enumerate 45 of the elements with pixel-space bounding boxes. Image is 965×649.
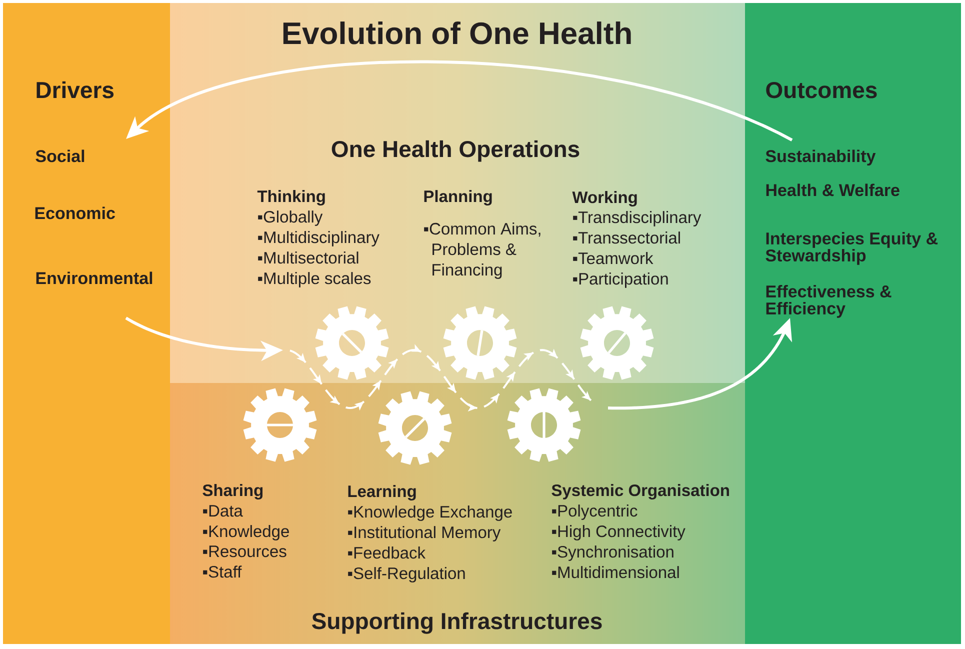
gear (507, 388, 581, 462)
gear (580, 306, 654, 380)
list-item: ▪Multidisciplinary (258, 231, 380, 246)
list-item: ▪Feedback (348, 546, 426, 559)
list-item: ▪High Connectivity (552, 525, 686, 540)
subheading: Planning (424, 190, 492, 206)
gear (378, 391, 452, 465)
list-item: ▪Transsectorial (573, 232, 680, 244)
list-item: ▪Staff (203, 566, 242, 578)
list-item: Sustainability (766, 150, 876, 166)
list-item: Health & Welfare (766, 184, 900, 196)
subheading: Learning (348, 485, 416, 500)
subheading: Thinking (257, 190, 325, 206)
subheading: Sharing (202, 484, 263, 500)
heading: Outcomes (766, 82, 877, 98)
list-item: ▪Participation (573, 272, 668, 288)
list-item: ▪Data (203, 505, 243, 517)
list-item: ▪Polycentric (552, 504, 638, 520)
gear (243, 388, 317, 462)
list-item: Economic (35, 206, 115, 220)
gear (443, 306, 517, 380)
list-item: ▪Multisectorial (258, 252, 358, 264)
subheading: Working (572, 191, 637, 206)
list-item: ▪Self-Regulation (348, 567, 465, 582)
list-item: ▪Knowledge (203, 525, 289, 540)
title: Evolution of One Health (283, 22, 631, 44)
list-item: ▪Synchronisation (552, 546, 674, 561)
list-item: ▪Teamwork (573, 252, 654, 264)
list-item: Social (36, 150, 84, 162)
heading: One Health Operations (332, 140, 580, 162)
list-item: ▪Multidimensional (552, 566, 679, 578)
heading: Supporting Infrastructures (312, 612, 602, 634)
gear (315, 306, 389, 380)
list-item: Environmental (36, 272, 152, 284)
list-item: ▪Multiple scales (258, 272, 371, 288)
list-item: ▪Globally (258, 210, 323, 226)
subheading: Systemic Organisation (552, 484, 729, 500)
list-item: ▪Resources (203, 546, 286, 558)
list-item: Effectiveness & Efficiency (766, 285, 892, 318)
list-item: ▪Transdisciplinary (573, 211, 702, 226)
list-item: ▪Common Aims, Problems & Financing (424, 222, 540, 279)
list-item: Interspecies Equity & Stewardship (766, 232, 938, 265)
list-item: ▪Institutional Memory (348, 526, 501, 542)
list-item: ▪Knowledge Exchange (348, 506, 512, 521)
heading: Drivers (36, 81, 114, 98)
